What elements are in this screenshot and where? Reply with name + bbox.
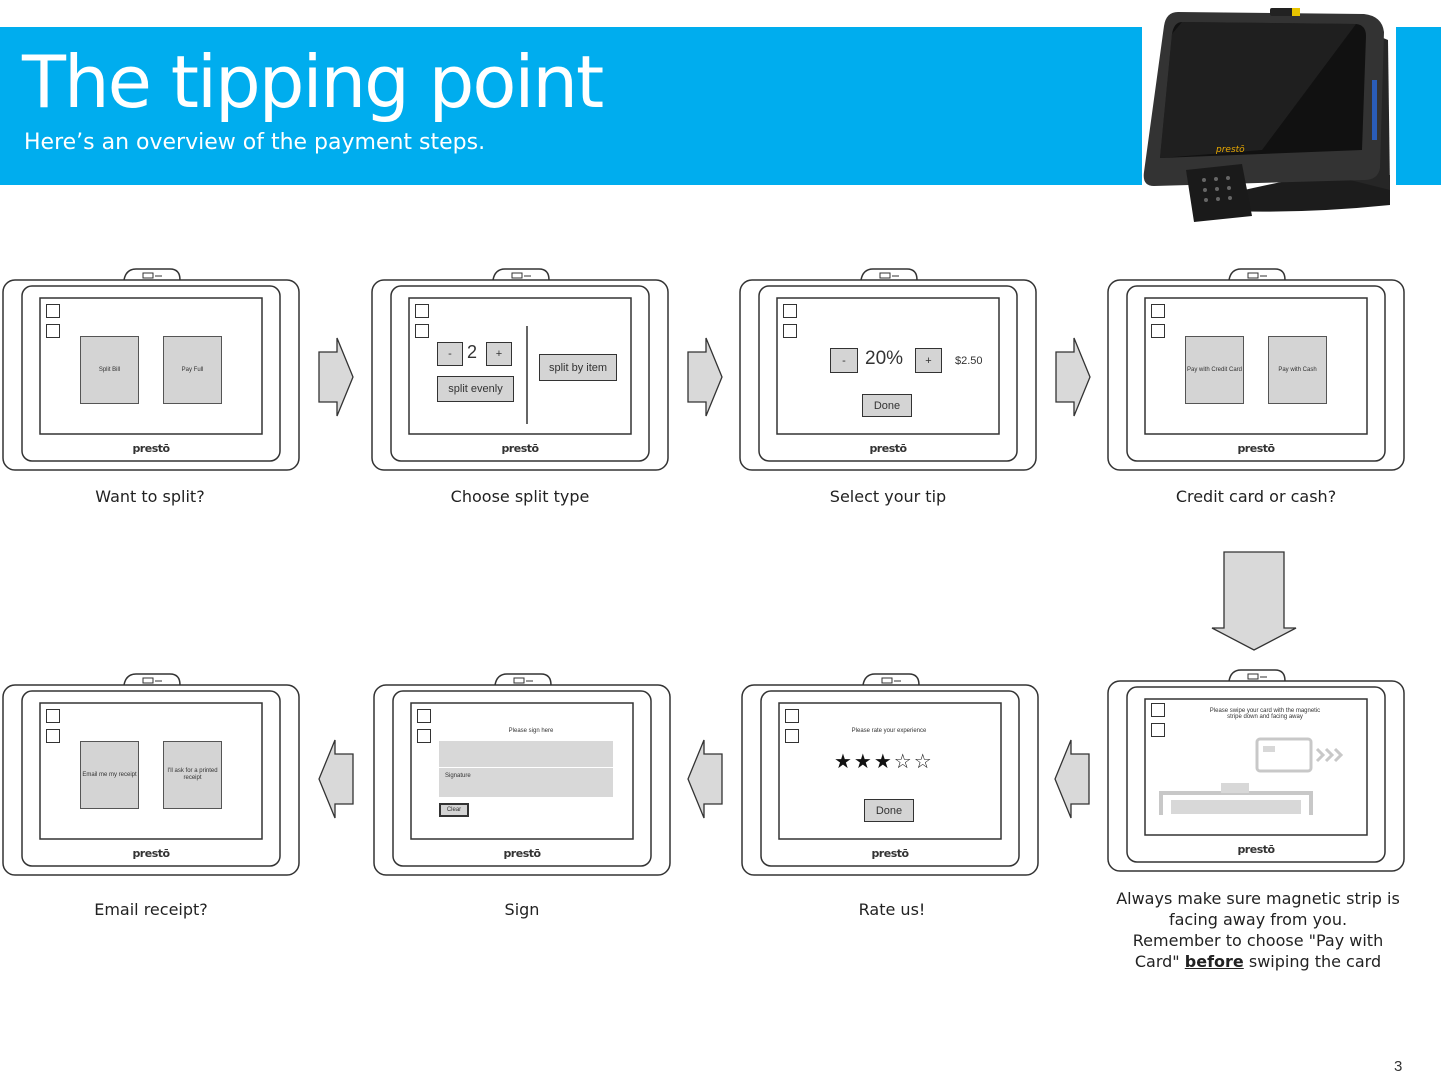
- checkbox[interactable]: [785, 709, 799, 723]
- brand-logo: prestō: [2, 847, 300, 860]
- header-banner-right: [1396, 27, 1441, 185]
- pay-full-button[interactable]: Pay Full: [163, 336, 222, 404]
- tip-amount: $2.50: [955, 355, 983, 367]
- step-email-receipt-tablet: Email me my receipt I'll ask for a print…: [2, 671, 300, 863]
- brand-logo: prestō: [739, 442, 1037, 455]
- brand-logo: prestō: [373, 847, 671, 860]
- down-arrow-icon: [1210, 550, 1298, 652]
- step-tip-tablet: - 20% + $2.50 Done prestō: [739, 266, 1037, 458]
- step-split-type-tablet: - 2 + split evenly split by item prestō: [371, 266, 669, 458]
- page-number: 3: [1394, 1058, 1402, 1075]
- pay-with-cash-button[interactable]: Pay with Cash: [1268, 336, 1327, 404]
- decrement-tip-button[interactable]: -: [830, 348, 858, 373]
- checkbox[interactable]: [46, 709, 60, 723]
- checkbox[interactable]: [1151, 304, 1165, 318]
- step-caption: Choose split type: [370, 487, 670, 506]
- split-bill-button[interactable]: Split Bill: [80, 336, 139, 404]
- checkbox[interactable]: [1151, 723, 1165, 737]
- step-caption: Always make sure magnetic strip is facin…: [1106, 888, 1410, 972]
- checkbox[interactable]: [1151, 703, 1165, 717]
- checkbox[interactable]: [417, 729, 431, 743]
- brand-logo: prestō: [2, 442, 300, 455]
- signature-line: [439, 767, 613, 768]
- decrement-button[interactable]: -: [437, 342, 463, 366]
- email-receipt-button[interactable]: Email me my receipt: [80, 741, 139, 809]
- step-caption: Want to split?: [0, 487, 300, 506]
- left-arrow-icon: [317, 738, 355, 820]
- done-button[interactable]: Done: [862, 394, 912, 417]
- page-subtitle: Here’s an overview of the payment steps.: [24, 132, 485, 154]
- checkbox[interactable]: [783, 304, 797, 318]
- step-caption: Email receipt?: [1, 900, 301, 919]
- split-by-item-button[interactable]: split by item: [539, 354, 617, 381]
- done-button[interactable]: Done: [864, 799, 914, 822]
- right-arrow-icon: [686, 336, 724, 418]
- checkbox[interactable]: [783, 324, 797, 338]
- checkbox[interactable]: [415, 304, 429, 318]
- checkbox[interactable]: [415, 324, 429, 338]
- step-sign-tablet: Please sign here Signature Clear prestō: [373, 671, 671, 863]
- page-title: The tipping point: [22, 46, 602, 118]
- checkbox[interactable]: [46, 324, 60, 338]
- left-arrow-icon: [686, 738, 724, 820]
- left-arrow-icon: [1053, 738, 1091, 820]
- step-rate-tablet: Please rate your experience ★★★☆☆ Done p…: [741, 671, 1039, 863]
- brand-logo: prestō: [371, 442, 669, 455]
- sign-prompt: Please sign here: [491, 728, 571, 734]
- increment-button[interactable]: +: [486, 342, 512, 366]
- brand-logo: prestō: [1107, 442, 1405, 455]
- device-photo: prestō: [1142, 0, 1396, 226]
- checkbox[interactable]: [785, 729, 799, 743]
- checkbox[interactable]: [46, 304, 60, 318]
- split-evenly-button[interactable]: split evenly: [437, 376, 514, 402]
- rate-prompt: Please rate your experience: [819, 728, 959, 734]
- step-caption: Select your tip: [738, 487, 1038, 506]
- step-caption: Credit card or cash?: [1106, 487, 1406, 506]
- signature-label: Signature: [445, 773, 471, 779]
- brand-logo: prestō: [741, 847, 1039, 860]
- star-rating[interactable]: ★★★☆☆: [834, 749, 934, 774]
- split-count: 2: [467, 342, 477, 363]
- checkbox[interactable]: [46, 729, 60, 743]
- step-caption: Sign: [372, 900, 672, 919]
- printed-receipt-button[interactable]: I'll ask for a printed receipt: [163, 741, 222, 809]
- pay-with-credit-card-button[interactable]: Pay with Credit Card: [1185, 336, 1244, 404]
- clear-button[interactable]: Clear: [439, 803, 469, 817]
- right-arrow-icon: [1054, 336, 1092, 418]
- svg-text:prestō: prestō: [1215, 145, 1245, 155]
- checkbox[interactable]: [1151, 324, 1165, 338]
- step-caption: Rate us!: [742, 900, 1042, 919]
- tip-percent: 20%: [865, 348, 903, 370]
- step-split-tablet: Split Bill Pay Full prestō: [2, 266, 300, 458]
- signature-pad[interactable]: [439, 741, 613, 797]
- step-payment-method-tablet: Pay with Credit Card Pay with Cash prest…: [1107, 266, 1405, 458]
- increment-tip-button[interactable]: +: [915, 348, 942, 373]
- checkbox[interactable]: [417, 709, 431, 723]
- step-swipe-card-tablet: Please swipe your card with the magnetic…: [1107, 667, 1405, 859]
- brand-logo: prestō: [1107, 843, 1405, 856]
- right-arrow-icon: [317, 336, 355, 418]
- swipe-instruction: Please swipe your card with the magnetic…: [1185, 708, 1345, 720]
